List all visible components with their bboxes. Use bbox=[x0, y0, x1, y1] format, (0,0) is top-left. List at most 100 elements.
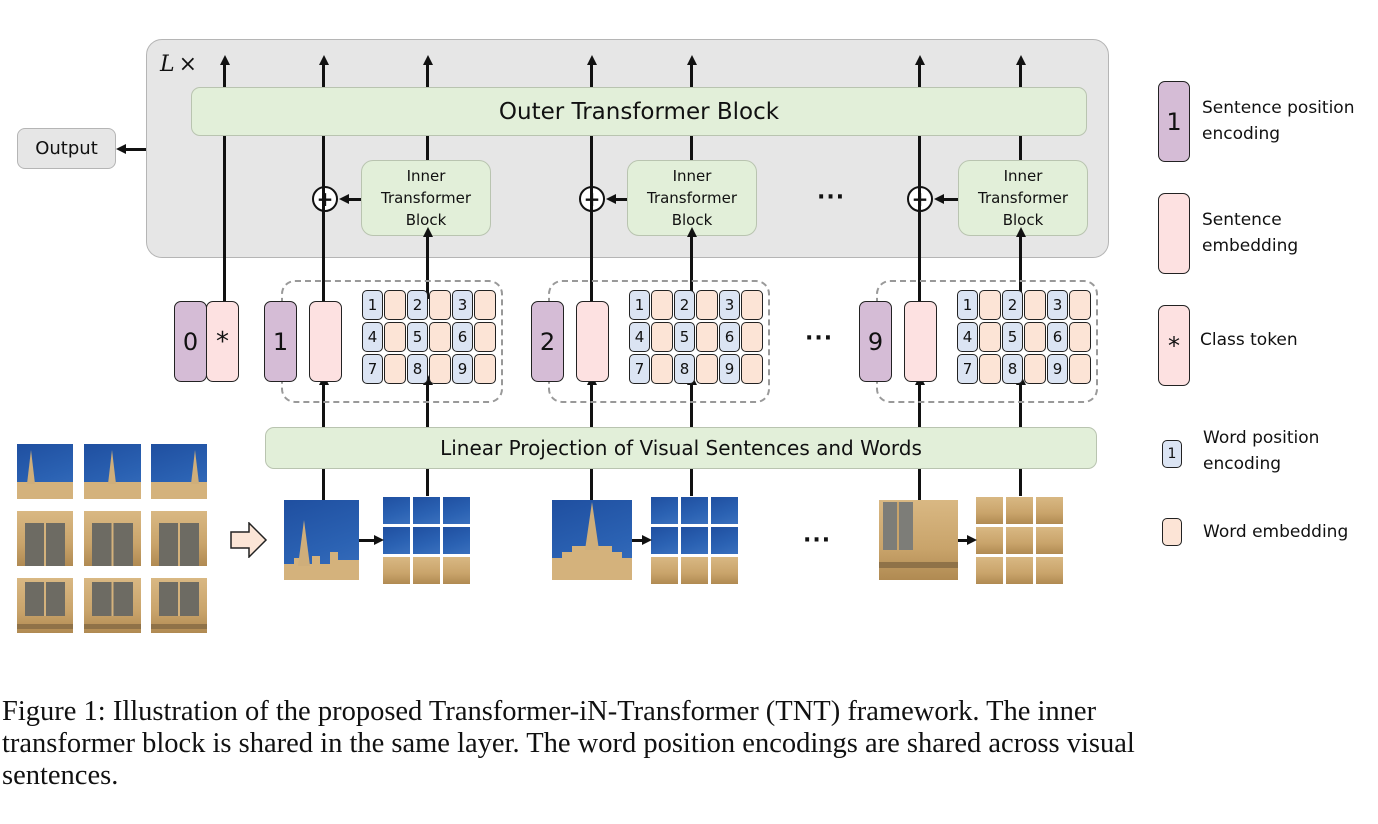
flow-line bbox=[690, 136, 693, 160]
legend-line: Sentence position bbox=[1202, 98, 1355, 118]
word-position-encoding: 2 bbox=[407, 290, 428, 320]
visual-word: 2 bbox=[1002, 290, 1047, 322]
flow-line bbox=[1019, 236, 1022, 299]
asterisk-icon: * bbox=[216, 326, 229, 357]
inner-label-line: Block bbox=[671, 211, 713, 229]
flow-line bbox=[632, 539, 643, 542]
flow-line bbox=[322, 469, 325, 500]
word-position-encoding: 8 bbox=[1002, 354, 1023, 384]
flow-line bbox=[614, 198, 627, 201]
flow-line bbox=[918, 136, 921, 301]
sentence-embedding bbox=[309, 301, 342, 382]
flow-line bbox=[690, 384, 693, 427]
caption-line: Figure 1: Illustration of the proposed T… bbox=[2, 696, 1097, 727]
word-embedding bbox=[384, 354, 406, 384]
inner-label-line: Transformer bbox=[646, 189, 737, 207]
flow-line bbox=[918, 64, 921, 87]
word-embedding bbox=[474, 290, 496, 320]
arrow-up-icon bbox=[423, 227, 433, 237]
flow-line bbox=[590, 469, 593, 500]
word-embedding bbox=[1069, 290, 1091, 320]
word-patch-image bbox=[413, 527, 440, 554]
visual-word: 8 bbox=[1002, 354, 1047, 386]
inner-label-line: Block bbox=[405, 211, 447, 229]
position-number: 1 bbox=[272, 327, 289, 356]
word-position-encoding: 6 bbox=[1047, 322, 1068, 352]
word-patch-image bbox=[976, 557, 1003, 584]
legend-line: Word position bbox=[1203, 428, 1320, 448]
class-token: * bbox=[206, 301, 239, 382]
word-embedding bbox=[979, 322, 1001, 352]
inner-label-line: Inner bbox=[1003, 167, 1043, 185]
flow-line bbox=[918, 384, 921, 427]
visual-word: 5 bbox=[407, 322, 452, 354]
word-patch-image bbox=[1006, 527, 1033, 554]
output-arrow-line bbox=[125, 148, 146, 151]
flow-line bbox=[426, 384, 429, 427]
legend-line: encoding bbox=[1202, 124, 1281, 144]
image-patch bbox=[151, 444, 207, 499]
word-position-encoding: 2 bbox=[674, 290, 695, 320]
word-patch-image bbox=[651, 557, 678, 584]
word-embedding bbox=[384, 290, 406, 320]
visual-word: 6 bbox=[1047, 322, 1092, 354]
ellipsis: ··· bbox=[805, 326, 834, 351]
visual-word: 2 bbox=[407, 290, 452, 322]
word-patch-image bbox=[383, 527, 410, 554]
word-patch-image bbox=[1006, 557, 1033, 584]
visual-word: 4 bbox=[957, 322, 1002, 354]
arrow-up-icon bbox=[687, 227, 697, 237]
flow-line bbox=[1019, 136, 1022, 160]
word-position-encoding: 1 bbox=[957, 290, 978, 320]
visual-word: 5 bbox=[1002, 322, 1047, 354]
flow-line bbox=[223, 136, 226, 301]
visual-word: 3 bbox=[452, 290, 497, 322]
plus-icon: + bbox=[316, 187, 334, 211]
outer-transformer-block: Outer Transformer Block bbox=[191, 87, 1087, 136]
flow-line bbox=[426, 469, 429, 496]
repeat-label: L× bbox=[160, 52, 197, 77]
add-node: + bbox=[312, 186, 338, 212]
sentence-position-encoding: 2 bbox=[531, 301, 564, 382]
arrow-up-icon bbox=[423, 375, 433, 385]
word-patch-image bbox=[1036, 497, 1063, 524]
word-patch-image bbox=[443, 557, 470, 584]
times-symbol: × bbox=[178, 52, 198, 77]
word-patch-image bbox=[1036, 527, 1063, 554]
flow-line bbox=[958, 539, 968, 542]
outer-block-label: Outer Transformer Block bbox=[498, 98, 780, 125]
visual-word: 7 bbox=[629, 354, 674, 386]
legend-glyph: 1 bbox=[1166, 107, 1182, 136]
legend-glyph: 1 bbox=[1167, 446, 1177, 462]
linear-projection-block: Linear Projection of Visual Sentences an… bbox=[265, 427, 1097, 469]
word-embedding bbox=[979, 354, 1001, 384]
visual-word: 4 bbox=[362, 322, 407, 354]
arrow-up-icon bbox=[1016, 227, 1026, 237]
image-patch bbox=[17, 511, 73, 566]
arrow-up-icon bbox=[915, 55, 925, 65]
word-patch-image bbox=[383, 497, 410, 524]
legend-word-position-swatch: 1 bbox=[1162, 440, 1182, 468]
word-embedding bbox=[429, 322, 451, 352]
word-embedding bbox=[474, 322, 496, 352]
word-embedding bbox=[429, 290, 451, 320]
word-position-encoding: 3 bbox=[1047, 290, 1068, 320]
visual-word: 4 bbox=[629, 322, 674, 354]
flow-line bbox=[690, 64, 693, 87]
legend-class-token-label: Class token bbox=[1200, 327, 1298, 353]
word-patch-image bbox=[413, 497, 440, 524]
visual-word: 3 bbox=[1047, 290, 1092, 322]
word-patch-image bbox=[1036, 557, 1063, 584]
image-patch bbox=[84, 578, 141, 633]
word-position-encoding: 1 bbox=[362, 290, 383, 320]
flow-line bbox=[590, 64, 593, 87]
arrow-left-icon bbox=[339, 194, 349, 204]
flow-line bbox=[322, 384, 325, 427]
legend-line: Sentence bbox=[1202, 210, 1282, 230]
class-position-encoding: 0 bbox=[174, 301, 207, 382]
flow-line bbox=[1019, 64, 1022, 87]
image-patch bbox=[17, 578, 73, 633]
ellipsis: ··· bbox=[817, 185, 846, 210]
legend-line: Class token bbox=[1200, 330, 1298, 350]
